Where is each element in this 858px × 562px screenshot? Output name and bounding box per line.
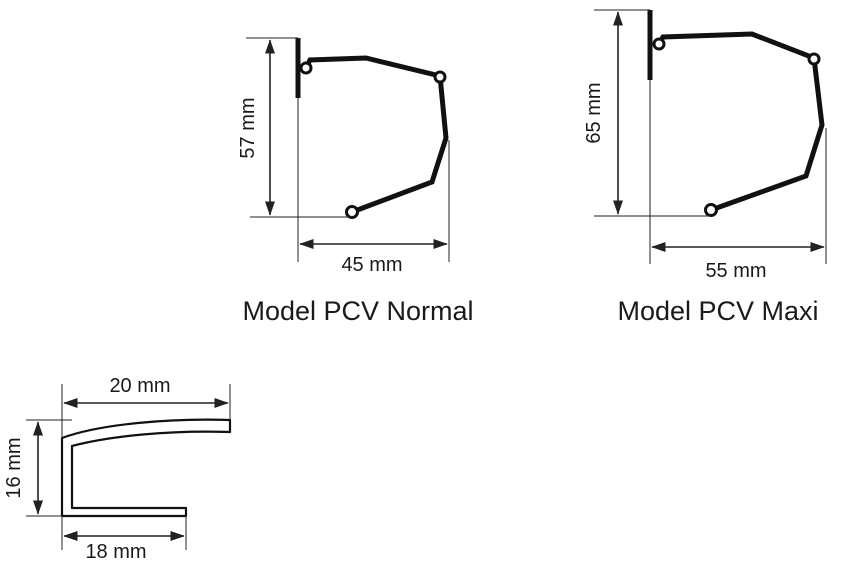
- normal-top-hinge: [299, 61, 313, 75]
- maxi-right-hinge: [807, 52, 821, 66]
- maxi-profile-outline: [656, 31, 825, 213]
- rail-bottom-width-label: 18 mm: [85, 541, 146, 562]
- normal-profile-group: 57 mm 45 mm Model PCV Normal: [237, 37, 474, 326]
- normal-bottom-hinge: [345, 205, 359, 219]
- maxi-top-hinge: [652, 37, 666, 51]
- maxi-width-label: 55 mm: [705, 260, 766, 282]
- rail-profile-outline: [60, 418, 232, 518]
- maxi-profile-group: 65 mm 55 mm Model PCV Maxi: [583, 9, 827, 326]
- normal-height-label: 57 mm: [237, 97, 259, 158]
- rail-height-label: 16 mm: [3, 437, 25, 498]
- normal-width-label: 45 mm: [341, 254, 402, 276]
- normal-profile-outline: [303, 55, 449, 215]
- rail-top-width-label: 20 mm: [109, 375, 170, 397]
- maxi-caption: Model PCV Maxi: [617, 296, 818, 326]
- normal-right-hinge: [433, 70, 447, 84]
- maxi-bottom-hinge: [704, 203, 718, 217]
- maxi-height-label: 65 mm: [583, 82, 605, 143]
- normal-caption: Model PCV Normal: [242, 296, 473, 326]
- rail-profile-group: 20 mm 16 mm 18 mm: [3, 375, 232, 562]
